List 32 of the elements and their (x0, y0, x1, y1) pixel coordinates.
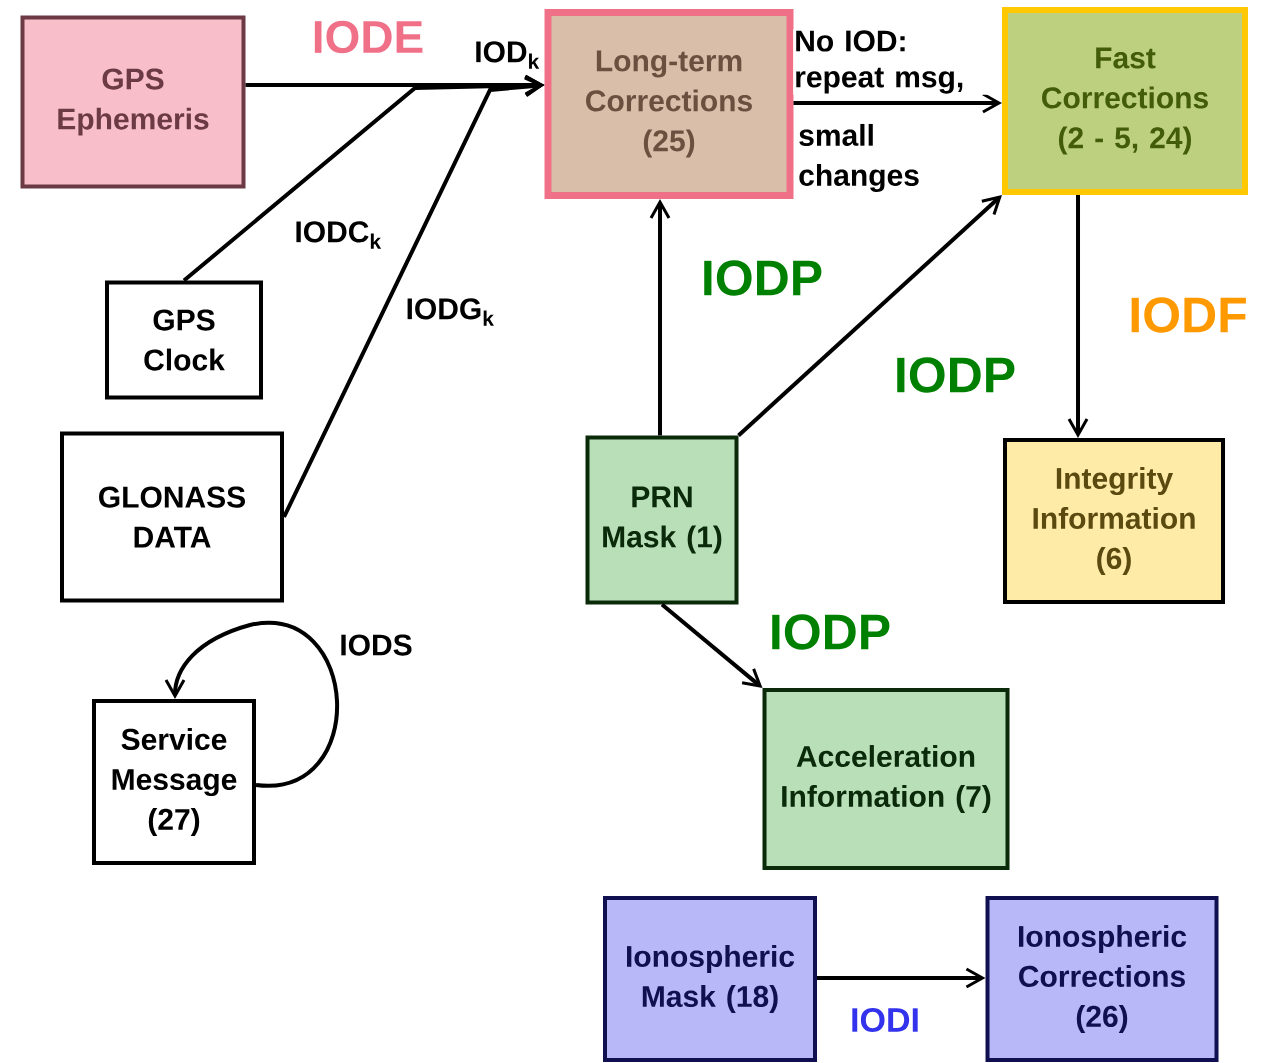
arrow (282, 76, 545, 518)
arrow (737, 195, 1002, 437)
arrow (164, 621, 339, 787)
annotation-text: small changes (799, 123, 919, 193)
process-box: Long-term Corrections (25) (544, 9, 794, 199)
edge-label: IODC$_{k}$ (293, 220, 383, 250)
arrow (660, 602, 763, 688)
arrow (1067, 195, 1089, 438)
arrow (793, 92, 1002, 114)
edge-label: No IOD: repeat msg, (793, 29, 996, 95)
edge-label: IODF (1127, 296, 1249, 334)
arrow (817, 967, 986, 989)
process-box: GPS Clock (105, 280, 263, 400)
edge-label: IODE (310, 19, 426, 55)
arrow (182, 75, 545, 283)
edge-label: IODP (699, 259, 825, 297)
process-box: PRN Mask (1) (585, 435, 739, 605)
edge-label: IODG$_{k}$ (404, 297, 496, 327)
process-box: Acceleration Information (7) (762, 688, 1010, 870)
edge-label: IODI (849, 1007, 921, 1034)
edge-label: IODP (767, 613, 893, 651)
process-box: GPS Ephemeris (20, 15, 246, 189)
process-box: Fast Corrections (2 - 5, 24) (1002, 7, 1248, 195)
process-box: Integrity Information (6) (1003, 438, 1225, 604)
process-box: Service Message (27) (92, 699, 256, 865)
edge-label: IODS (338, 633, 414, 657)
annotation-text: IOD$_{k}$ (476, 41, 540, 69)
arrow (649, 199, 671, 436)
process-box: GLONASS DATA (60, 431, 284, 603)
edge-label: IODP (892, 356, 1018, 394)
process-box: Ionospheric Mask (18) (603, 896, 817, 1062)
process-box: Ionospheric Corrections (26) (985, 896, 1219, 1062)
